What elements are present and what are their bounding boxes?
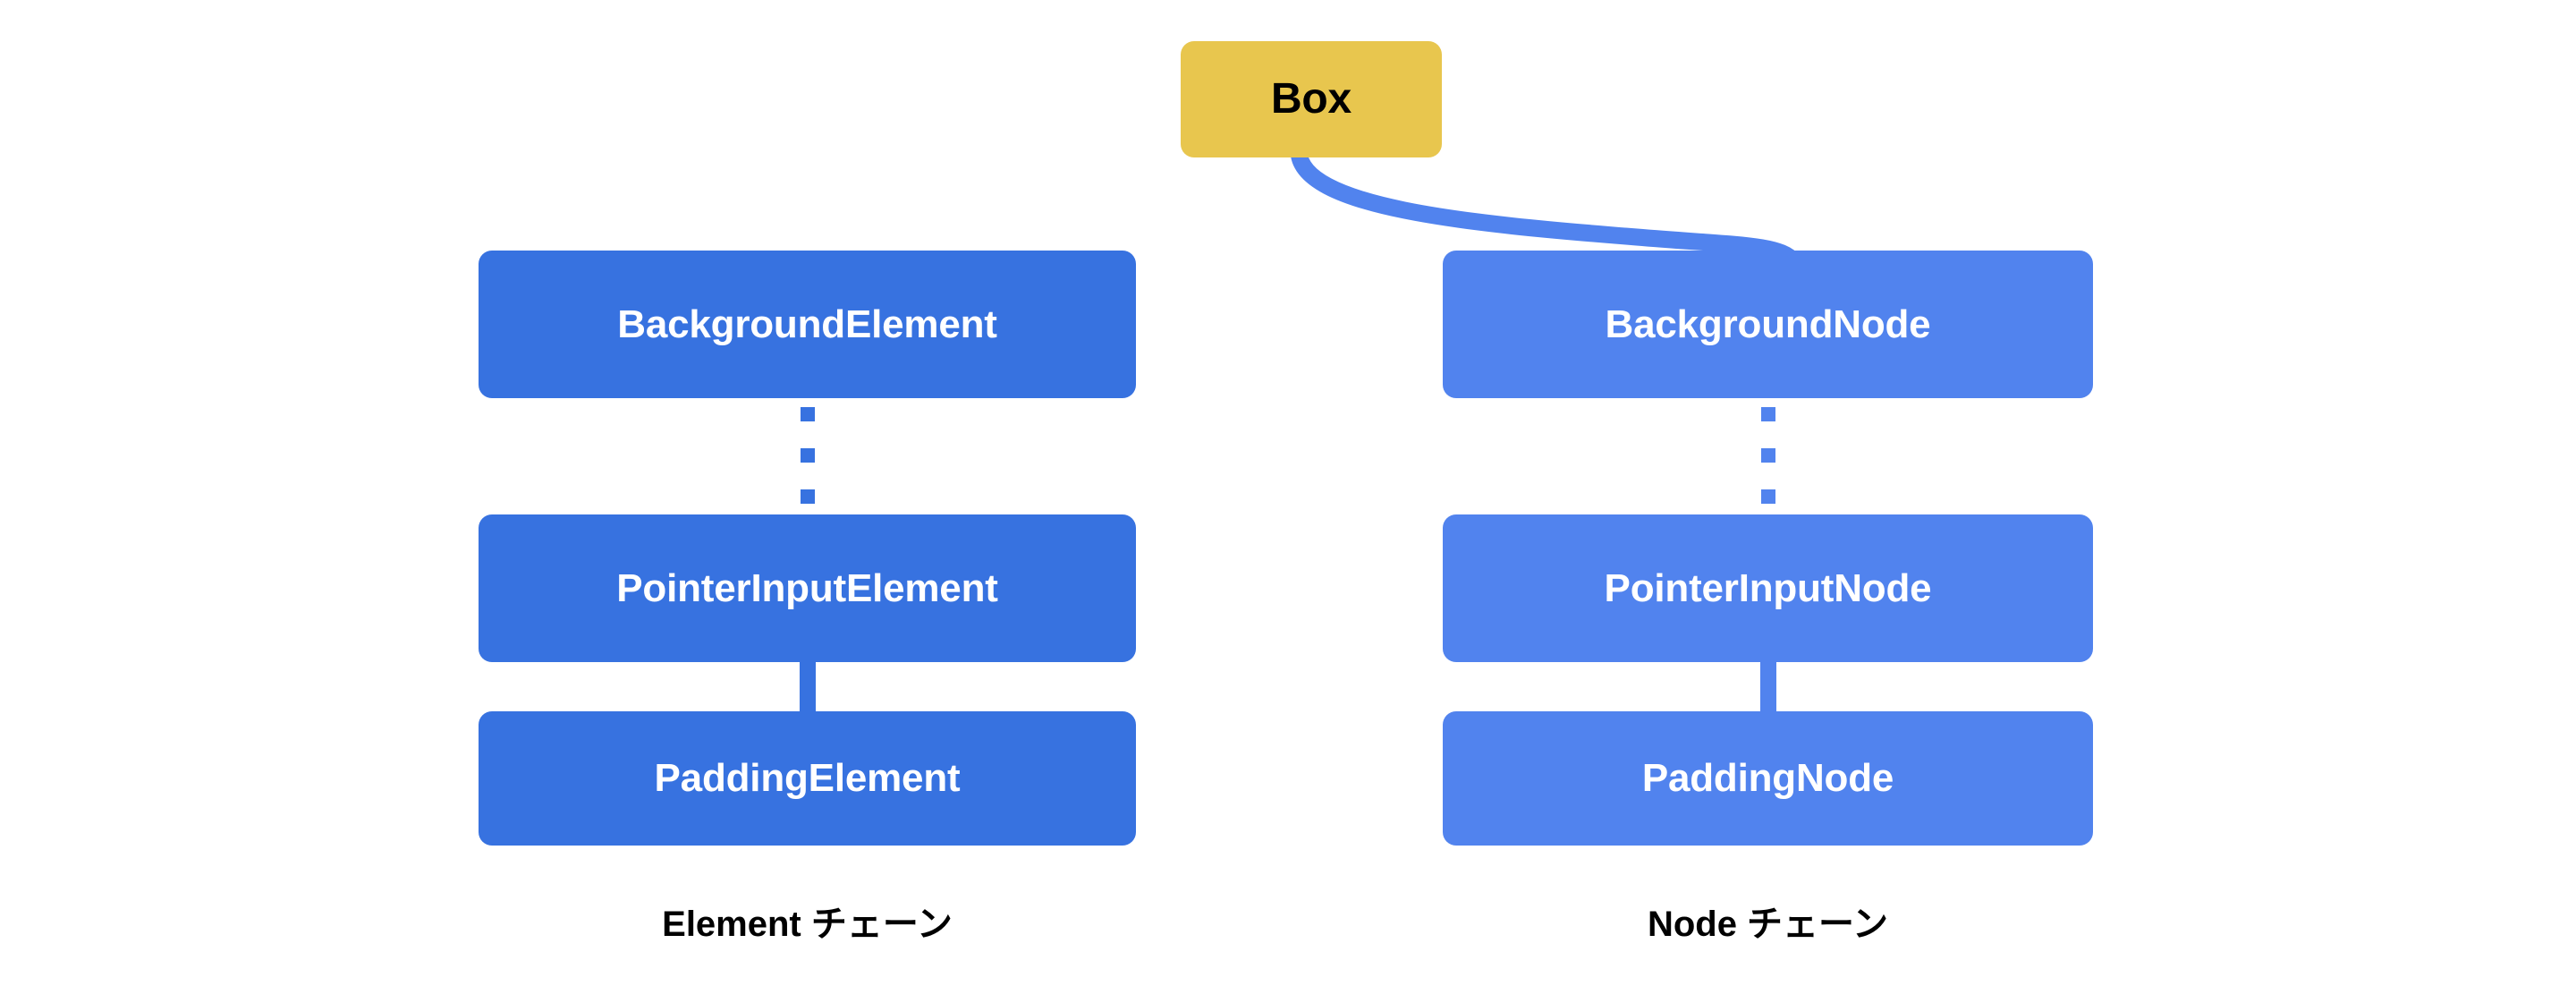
- node-background-node-label: BackgroundNode: [1605, 302, 1931, 346]
- node-pointer-input-node[interactable]: PointerInputNode: [1443, 514, 2093, 662]
- caption-element-chain: Element チェーン: [662, 905, 953, 944]
- connector-dot: [801, 407, 815, 421]
- node-padding-node-label: PaddingNode: [1641, 756, 1894, 800]
- connector-pointer-input-element-to-padding-element: [800, 658, 816, 717]
- node-pointer-input-element[interactable]: PointerInputElement: [479, 514, 1136, 662]
- connector-dot: [1761, 448, 1775, 463]
- edge-box-to-background-node: [1290, 149, 1801, 268]
- node-padding-element-label: PaddingElement: [654, 756, 961, 800]
- node-background-element-label: BackgroundElement: [617, 302, 997, 346]
- node-box[interactable]: Box: [1181, 41, 1442, 157]
- connector-background-element-to-pointer-input-element: [801, 407, 815, 504]
- connector-pointer-input-node-to-padding-node: [1760, 658, 1776, 717]
- connector-dot: [801, 489, 815, 504]
- node-padding-node[interactable]: PaddingNode: [1443, 711, 2093, 846]
- node-box-label: Box: [1270, 75, 1352, 123]
- connector-dot: [1761, 407, 1775, 421]
- node-background-element[interactable]: BackgroundElement: [479, 251, 1136, 398]
- connector-dot: [801, 448, 815, 463]
- caption-node-chain: Node チェーン: [1647, 905, 1889, 944]
- node-pointer-input-node-label: PointerInputNode: [1604, 565, 1932, 610]
- connector-background-node-to-pointer-input-node: [1761, 407, 1775, 504]
- node-padding-element[interactable]: PaddingElement: [479, 711, 1136, 846]
- node-background-node[interactable]: BackgroundNode: [1443, 251, 2093, 398]
- node-pointer-input-element-label: PointerInputElement: [616, 565, 998, 610]
- connector-dot: [1761, 489, 1775, 504]
